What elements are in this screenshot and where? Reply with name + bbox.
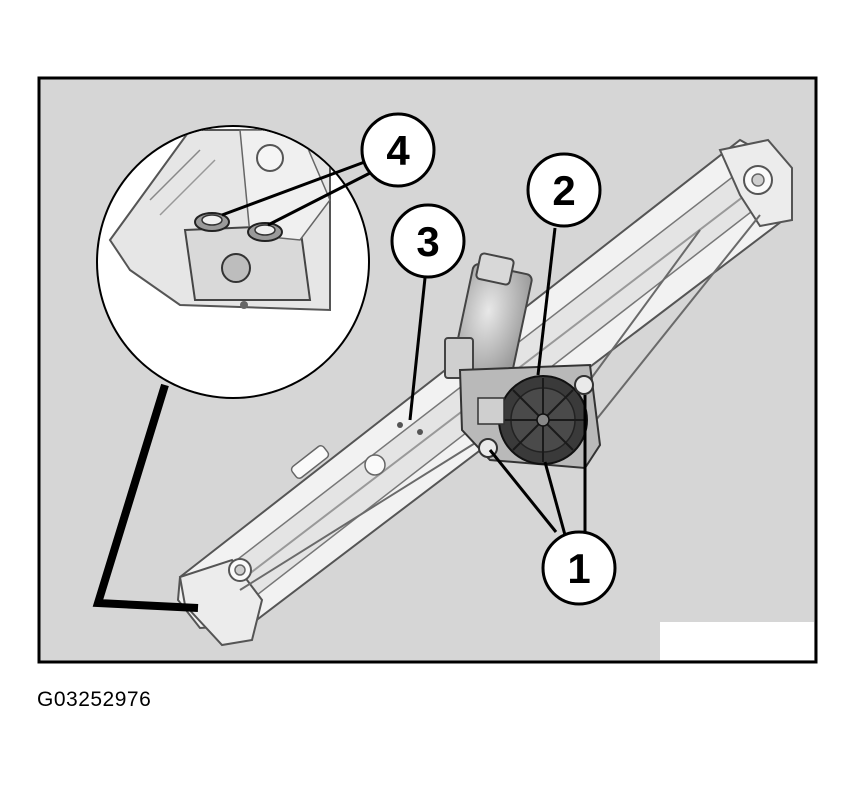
detail-magnifier: [96, 125, 370, 399]
leader-lines: [221, 158, 587, 536]
regulator-cables: [239, 214, 761, 591]
callout-4: 4: [360, 112, 436, 188]
window-motor: [444, 252, 602, 470]
callout-2-label: 2: [552, 167, 575, 214]
magnifier-connector: [92, 383, 199, 612]
callout-2: 2: [526, 152, 602, 228]
panel-white-patch: [660, 622, 814, 660]
callout-4-label: 4: [386, 127, 410, 174]
callout-3: 3: [390, 203, 466, 279]
callout-3-label: 3: [416, 218, 439, 265]
callout-1-label: 1: [567, 545, 590, 592]
figure-id-caption: G03252976: [37, 688, 152, 711]
callout-1: 1: [541, 530, 617, 606]
